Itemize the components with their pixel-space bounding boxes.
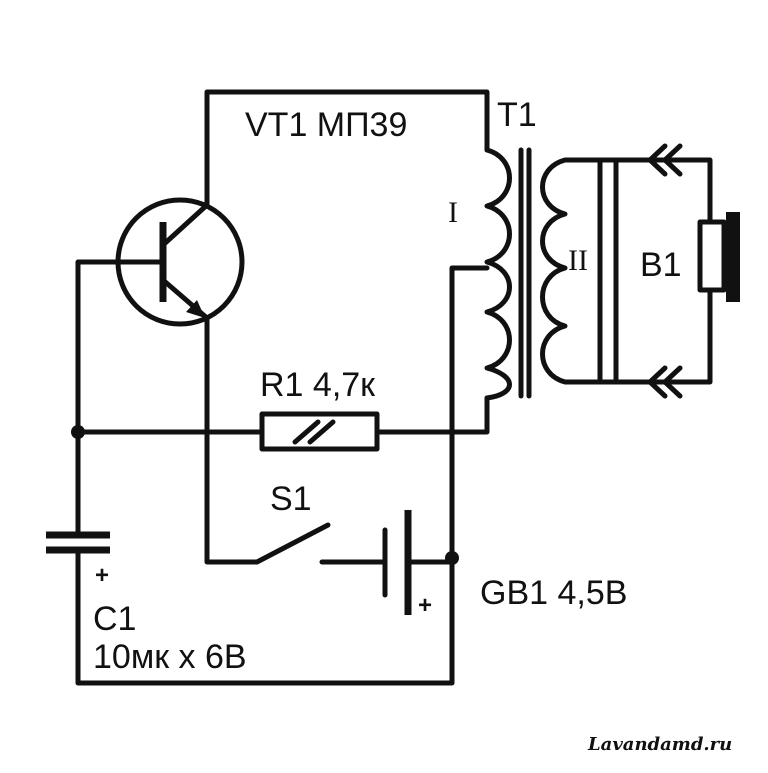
connector-bottom-icon <box>647 365 683 399</box>
wire-emitter <box>204 315 260 565</box>
resistor-mark-1 <box>292 419 321 445</box>
transistor-collector-lead <box>160 142 210 248</box>
winding-primary <box>484 147 512 401</box>
wire-cap-bottom <box>75 265 490 686</box>
label-resistor: R1 4,7к <box>260 366 376 404</box>
label-transistor: VT1 МП39 <box>245 106 407 144</box>
transformer-t1 <box>484 143 713 401</box>
label-battery-plus: + <box>418 592 432 619</box>
wire-collector <box>204 89 490 153</box>
emitter-arrow <box>186 300 205 318</box>
label-winding-primary: I <box>448 196 458 229</box>
label-speaker: B1 <box>640 246 682 284</box>
resistor-mark-2 <box>307 419 336 445</box>
label-battery: GB1 4,5В <box>480 574 627 612</box>
transistor-vt1 <box>75 142 245 435</box>
winding-secondary <box>540 157 603 385</box>
label-winding-secondary: II <box>568 244 588 277</box>
switch-s1 <box>254 522 363 565</box>
label-capacitor-plus: + <box>95 562 109 589</box>
watermark-text: Lavandamd.ru <box>587 734 732 755</box>
capacitor-c1 <box>46 265 490 686</box>
battery-gb1 <box>357 510 459 615</box>
wire-base <box>75 259 166 435</box>
label-capacitor-value: 10мк х 6В <box>93 638 247 676</box>
speaker-magnet <box>726 212 740 302</box>
speaker-body <box>697 219 727 293</box>
label-transformer: T1 <box>497 96 537 134</box>
wire-speaker-bottom <box>597 287 713 385</box>
speaker-b1 <box>697 212 740 302</box>
label-capacitor-ref: C1 <box>93 600 136 638</box>
wire-resistor-right <box>374 395 490 435</box>
label-switch: S1 <box>270 480 312 518</box>
switch-blade <box>254 522 331 565</box>
connector-top-icon <box>647 143 683 177</box>
wire-speaker-top <box>597 157 713 225</box>
resistor-r1 <box>75 395 490 452</box>
